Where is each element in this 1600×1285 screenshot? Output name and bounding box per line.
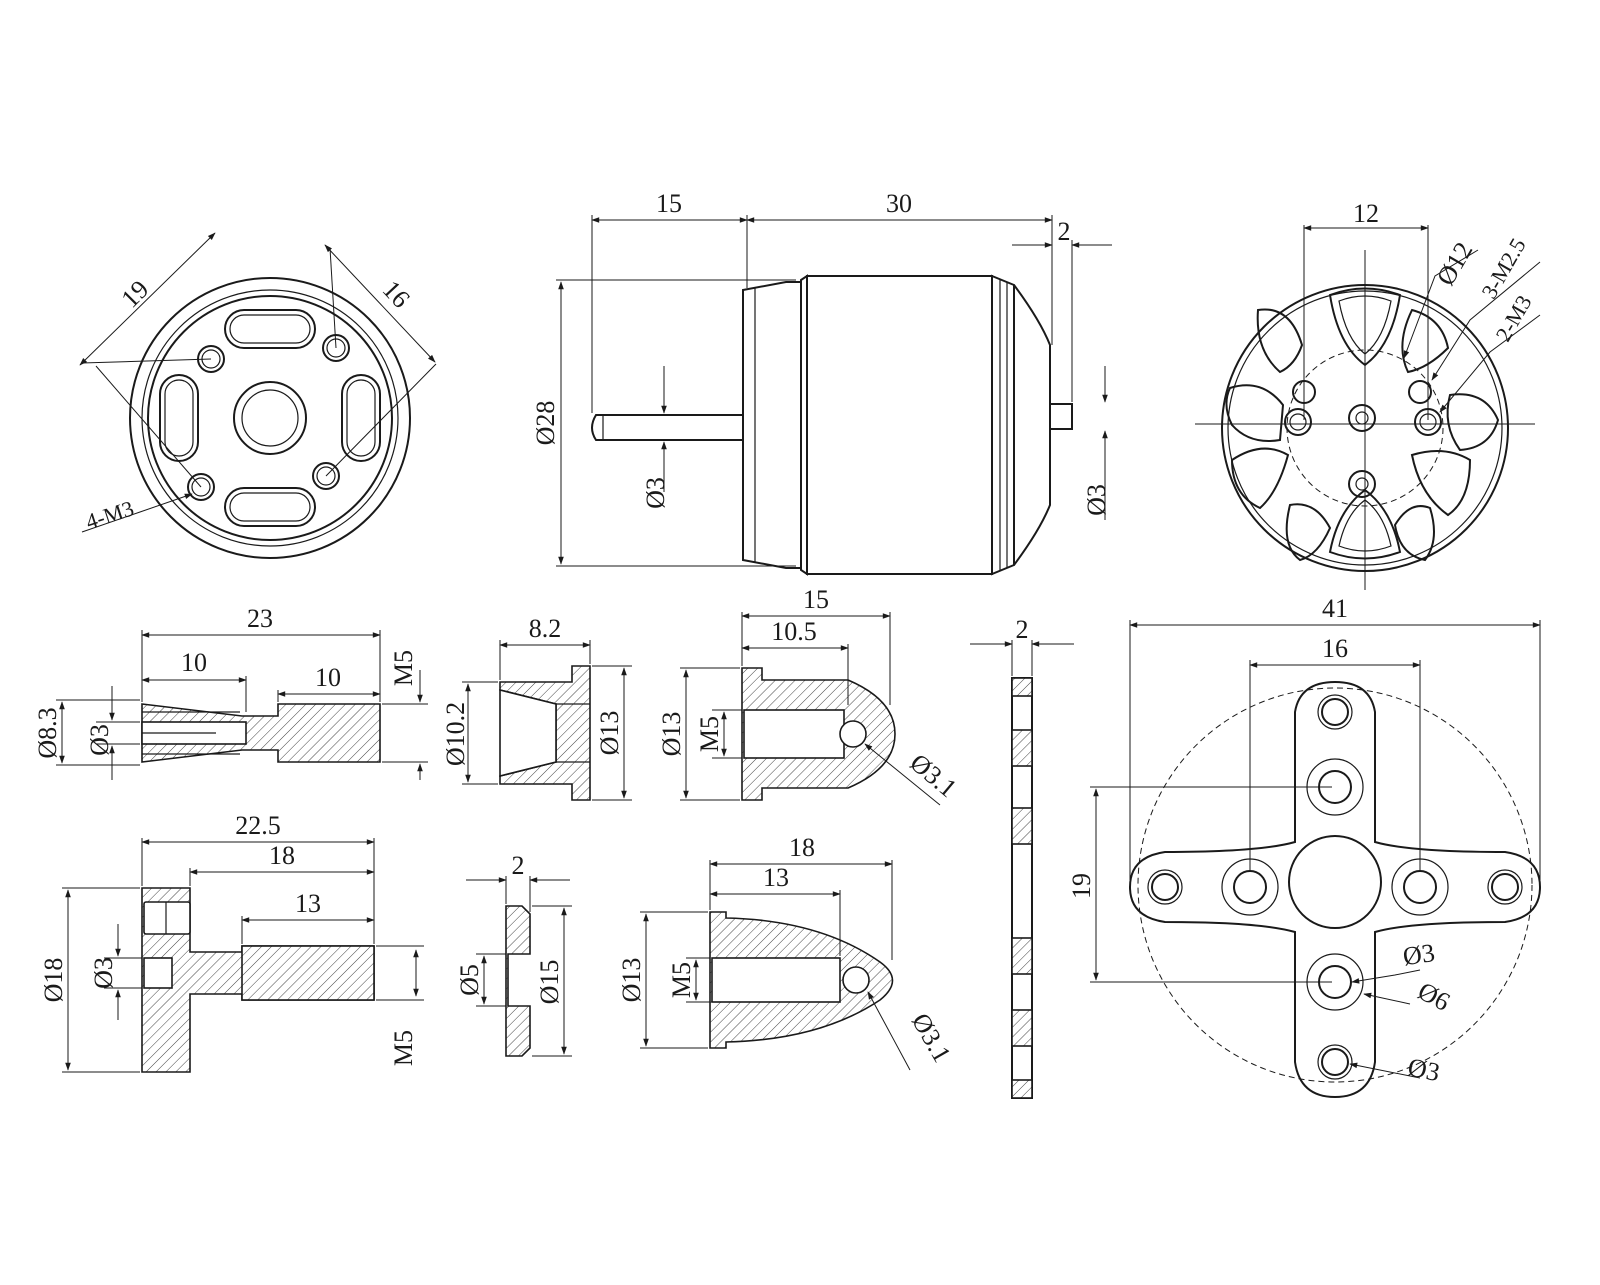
spinner-b-base-label: Ø13 [617,958,646,1003]
adapter-b-mid-label: 18 [269,841,295,870]
adapter-b-thread-label: M5 [389,1030,418,1066]
adapter-b: 22.5 18 13 Ø18 Ø3 M5 [39,811,424,1073]
mount-hole-b-label: Ø6 [1413,976,1455,1017]
plate-thickness-label: 2 [1016,615,1029,644]
cone-spacer-inner-label: Ø10.2 [441,702,470,766]
side-shaft-length-label: 15 [656,189,682,218]
washer-outer-label: Ø15 [535,960,564,1005]
mount-pitch-label: 16 [1322,634,1348,663]
side-rear-gap-label: 2 [1058,217,1071,246]
washer-inner-label: Ø5 [455,964,484,996]
adapter-a-outer-label: Ø8.3 [33,707,62,758]
adapter-a-total-label: 23 [247,604,273,633]
spinner-a-thread-label: M5 [695,716,724,752]
mount-plate: 41 16 19 Ø3 Ø6 Ø3 [1067,594,1542,1099]
adapter-a-thread-len-label: 10 [315,663,341,692]
side-shaft-front-label: Ø3 [641,477,670,509]
plate-profile: 2 [970,615,1074,1099]
side-shaft-rear-label: Ø3 [1082,484,1111,516]
side-body-length-label: 30 [886,189,912,218]
front-pattern-a-label: 19 [116,275,155,314]
front-view: 19 16 4-M3 [79,232,437,559]
adapter-b-flange-label: Ø18 [39,958,68,1003]
mount-hole-a-label: Ø3 [1401,938,1437,971]
cone-spacer-outer-label: Ø13 [595,711,624,756]
adapter-b-bore-label: Ø3 [89,957,118,989]
spinner-a-base-label: Ø13 [657,712,686,757]
rear-holes-a-label: 3-M2.5 [1476,234,1530,303]
rear-view: 12 Ø12 3-M2.5 2-M3 [1195,199,1541,590]
adapter-b-total-label: 22.5 [235,811,281,840]
spinner-b: 18 13 Ø13 M5 Ø3.1 [617,833,957,1071]
side-body-diameter-label: Ø28 [531,401,560,446]
spinner-a-length-label: 15 [803,585,829,614]
spinner-a: 15 10.5 Ø13 M5 Ø3.1 [657,585,963,806]
spinner-a-hole-label: Ø3.1 [905,748,963,803]
mount-offset-label: 19 [1067,873,1096,899]
spinner-a-thread-len-label: 10.5 [771,617,817,646]
front-holes-label: 4-M3 [83,495,137,534]
adapter-a: 23 10 10 M5 Ø8.3 Ø3 [33,604,428,780]
washer: 2 Ø5 Ø15 [455,851,572,1057]
mount-span-label: 41 [1322,594,1348,623]
cone-spacer: 8.2 Ø10.2 Ø13 [441,614,632,801]
adapter-b-thread-len-label: 13 [295,889,321,918]
rear-spacing-label: 12 [1353,199,1379,228]
front-pattern-b-label: 16 [377,275,416,314]
spinner-b-thread-len-label: 13 [763,863,789,892]
side-view: 15 30 2 Ø28 Ø3 Ø3 [531,189,1112,576]
adapter-a-bore-label: Ø3 [85,724,114,756]
adapter-a-bore-len-label: 10 [181,648,207,677]
rear-circle-label: Ø12 [1431,237,1479,290]
cone-spacer-length-label: 8.2 [529,614,562,643]
spinner-b-length-label: 18 [789,833,815,862]
adapter-a-thread-label: M5 [389,650,418,686]
spinner-b-thread-label: M5 [667,962,696,998]
washer-thickness-label: 2 [512,851,525,880]
spinner-b-hole-label: Ø3.1 [906,1008,957,1067]
mount-hole-c-label: Ø3 [1405,1052,1442,1087]
